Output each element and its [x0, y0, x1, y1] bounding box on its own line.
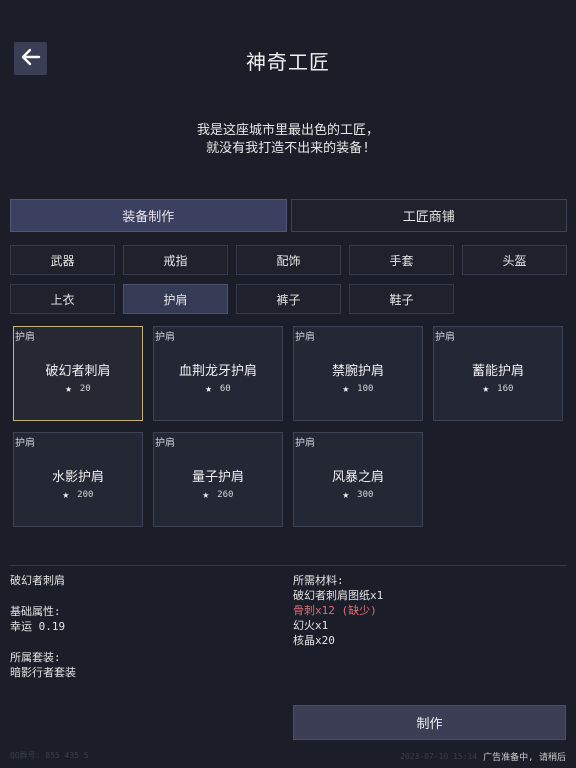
item-type-tag: 护肩: [155, 438, 175, 449]
ad-status-text: 广告准备中, 请稍后: [483, 753, 566, 763]
item-card[interactable]: 护肩 蓄能护肩 ★ 160: [433, 326, 563, 421]
star-icon: ★: [482, 382, 490, 395]
item-card[interactable]: 护肩 血荆龙牙护肩 ★ 60: [153, 326, 283, 421]
item-type-tag: 护肩: [15, 332, 35, 343]
category-top[interactable]: 上衣: [10, 284, 115, 314]
category-helmet[interactable]: 头盔: [462, 245, 567, 275]
page-title: 神奇工匠: [246, 50, 330, 74]
item-detail-panel: 破幻者刺肩 基础属性: 幸运 0.19 所属套装: 暗影行者套装: [10, 573, 76, 680]
material-item: 核晶x20: [293, 634, 335, 647]
star-icon: ★: [202, 488, 210, 501]
set-label: 所属套装:: [10, 651, 61, 664]
detail-item-name: 破幻者刺肩: [10, 574, 65, 587]
item-card[interactable]: 护肩 禁腕护肩 ★ 100: [293, 326, 423, 421]
item-name: 量子护肩: [191, 470, 244, 485]
item-type-tag: 护肩: [155, 332, 175, 343]
base-attr-label: 基础属性:: [10, 605, 61, 618]
item-name: 禁腕护肩: [331, 364, 384, 379]
item-grid: 护肩 破幻者刺肩 ★ 20 护肩 血荆龙牙护肩 ★ 60 护肩 禁腕护肩 ★ 1…: [13, 326, 563, 527]
item-name: 血荆龙牙护肩: [178, 364, 257, 379]
materials-panel: 所需材料: 破幻者刺肩图纸x1 骨刺x12 (缺少) 幻火x1 核晶x20: [293, 573, 383, 648]
material-item: 幻火x1: [293, 619, 329, 632]
item-price: ★ 20: [14, 382, 142, 395]
base-attr-value: 幸运 0.19: [10, 620, 66, 633]
item-price-value: 60: [219, 383, 231, 394]
item-price: ★ 200: [14, 488, 142, 501]
star-icon: ★: [62, 488, 70, 501]
category-ring[interactable]: 戒指: [123, 245, 228, 275]
footer-ad-status: 2023-07-10 15:14 广告准备中, 请稍后: [400, 750, 566, 763]
material-item: 破幻者刺肩图纸x1: [293, 589, 384, 602]
material-item-lacking: 骨刺x12 (缺少): [293, 604, 377, 617]
footer-timestamp: 2023-07-10 15:14: [400, 752, 478, 761]
item-price-value: 200: [77, 489, 94, 500]
item-price-value: 20: [79, 383, 91, 394]
back-button[interactable]: [14, 42, 47, 75]
item-price-value: 300: [357, 489, 374, 500]
item-price: ★ 60: [154, 382, 282, 395]
craft-button[interactable]: 制作: [293, 705, 566, 740]
category-pants[interactable]: 裤子: [236, 284, 341, 314]
footer-info: QQ群号: 855 435 5: [10, 751, 89, 760]
intro-line-2: 就没有我打造不出来的装备!: [206, 141, 370, 156]
star-icon: ★: [205, 382, 212, 395]
item-price: ★ 160: [434, 382, 562, 395]
item-price-value: 160: [497, 383, 514, 394]
item-type-tag: 护肩: [435, 332, 455, 343]
category-gloves[interactable]: 手套: [349, 245, 454, 275]
star-icon: ★: [342, 488, 350, 501]
intro-line-1: 我是这座城市里最出色的工匠，: [196, 123, 379, 138]
category-grid: 武器 戒指 配饰 手套 头盔 上衣 护肩 裤子 鞋子: [10, 245, 567, 314]
item-price: ★ 260: [154, 488, 282, 501]
star-icon: ★: [65, 382, 72, 395]
arrow-left-icon: [21, 48, 41, 70]
item-name: 破幻者刺肩: [45, 364, 111, 379]
materials-label: 所需材料:: [293, 574, 344, 587]
star-icon: ★: [342, 382, 350, 395]
craftsman-intro: 我是这座城市里最出色的工匠， 就没有我打造不出来的装备!: [0, 122, 576, 158]
tab-equipment-crafting[interactable]: 装备制作: [10, 199, 287, 232]
section-divider: [10, 565, 567, 566]
category-shoes[interactable]: 鞋子: [349, 284, 454, 314]
item-price-value: 260: [217, 489, 234, 500]
set-value: 暗影行者套装: [10, 666, 76, 679]
item-name: 蓄能护肩: [471, 364, 524, 379]
item-card[interactable]: 护肩 破幻者刺肩 ★ 20: [13, 326, 143, 421]
main-tabs: 装备制作 工匠商铺: [10, 199, 567, 232]
category-accessory[interactable]: 配饰: [236, 245, 341, 275]
item-card[interactable]: 护肩 风暴之肩 ★ 300: [293, 432, 423, 527]
item-type-tag: 护肩: [295, 438, 315, 449]
item-type-tag: 护肩: [15, 438, 35, 449]
item-card[interactable]: 护肩 水影护肩 ★ 200: [13, 432, 143, 527]
item-name: 风暴之肩: [331, 470, 384, 485]
item-price-value: 100: [357, 383, 374, 394]
tab-craftsman-shop[interactable]: 工匠商铺: [290, 199, 567, 232]
item-type-tag: 护肩: [295, 332, 315, 343]
item-price: ★ 300: [294, 488, 422, 501]
item-price: ★ 100: [294, 382, 422, 395]
category-shoulder[interactable]: 护肩: [123, 284, 228, 314]
item-card[interactable]: 护肩 量子护肩 ★ 260: [153, 432, 283, 527]
category-weapon[interactable]: 武器: [10, 245, 115, 275]
item-name: 水影护肩: [51, 470, 104, 485]
